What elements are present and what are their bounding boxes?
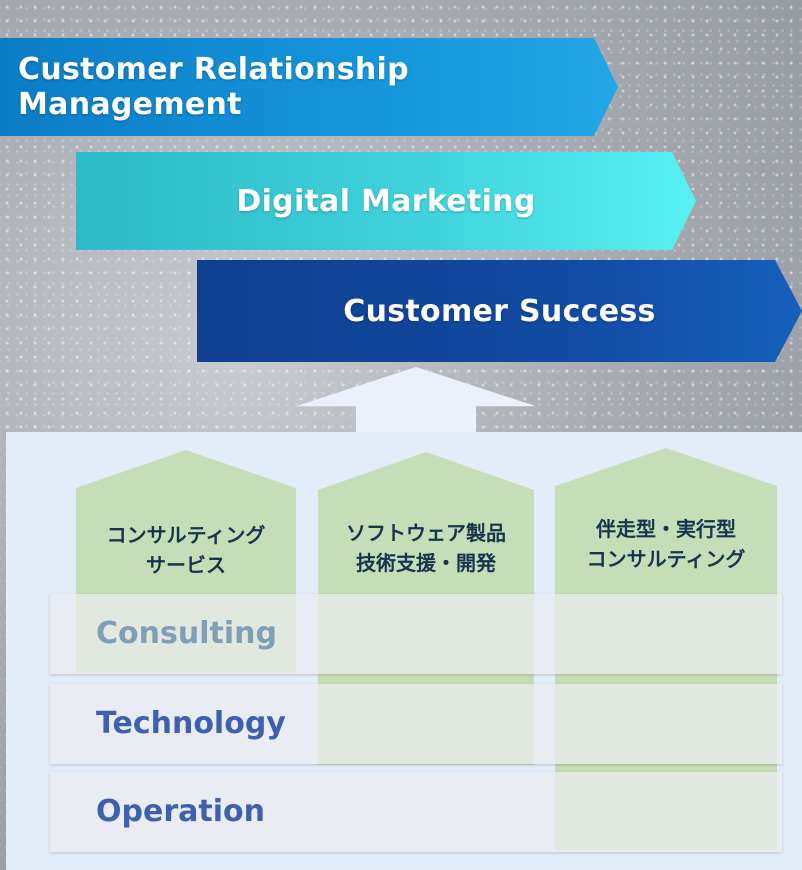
pillar-label-execution-consulting: 伴走型・実行型 コンサルティング	[555, 514, 777, 574]
crm-banner: Customer Relationship Management	[0, 38, 618, 136]
pillar-label-software-support: ソフトウェア製品 技術支援・開発	[318, 518, 534, 578]
customer-success-banner: Customer Success	[197, 260, 802, 362]
row-technology	[50, 684, 782, 764]
pillar-label-line2: 技術支援・開発	[356, 551, 496, 575]
crm-banner-label: Customer Relationship Management	[18, 52, 409, 122]
pillar-label-line1: 伴走型・実行型	[596, 517, 736, 541]
pillar-label-line2: サービス	[146, 553, 226, 577]
pillar-label-line1: コンサルティング	[106, 523, 266, 547]
pillar-label-line2: コンサルティング	[586, 547, 746, 571]
row-label-consulting: Consulting	[96, 616, 277, 651]
customer-success-banner-label: Customer Success	[343, 293, 656, 329]
row-label-operation: Operation	[96, 794, 265, 829]
digital-marketing-banner-label: Digital Marketing	[236, 183, 536, 219]
row-operation	[50, 772, 782, 852]
row-consulting	[50, 594, 782, 674]
pillar-label-consulting-service: コンサルティング サービス	[76, 520, 296, 580]
pillar-label-line1: ソフトウェア製品	[346, 521, 506, 545]
digital-marketing-banner: Digital Marketing	[76, 152, 696, 250]
row-label-technology: Technology	[96, 706, 286, 741]
